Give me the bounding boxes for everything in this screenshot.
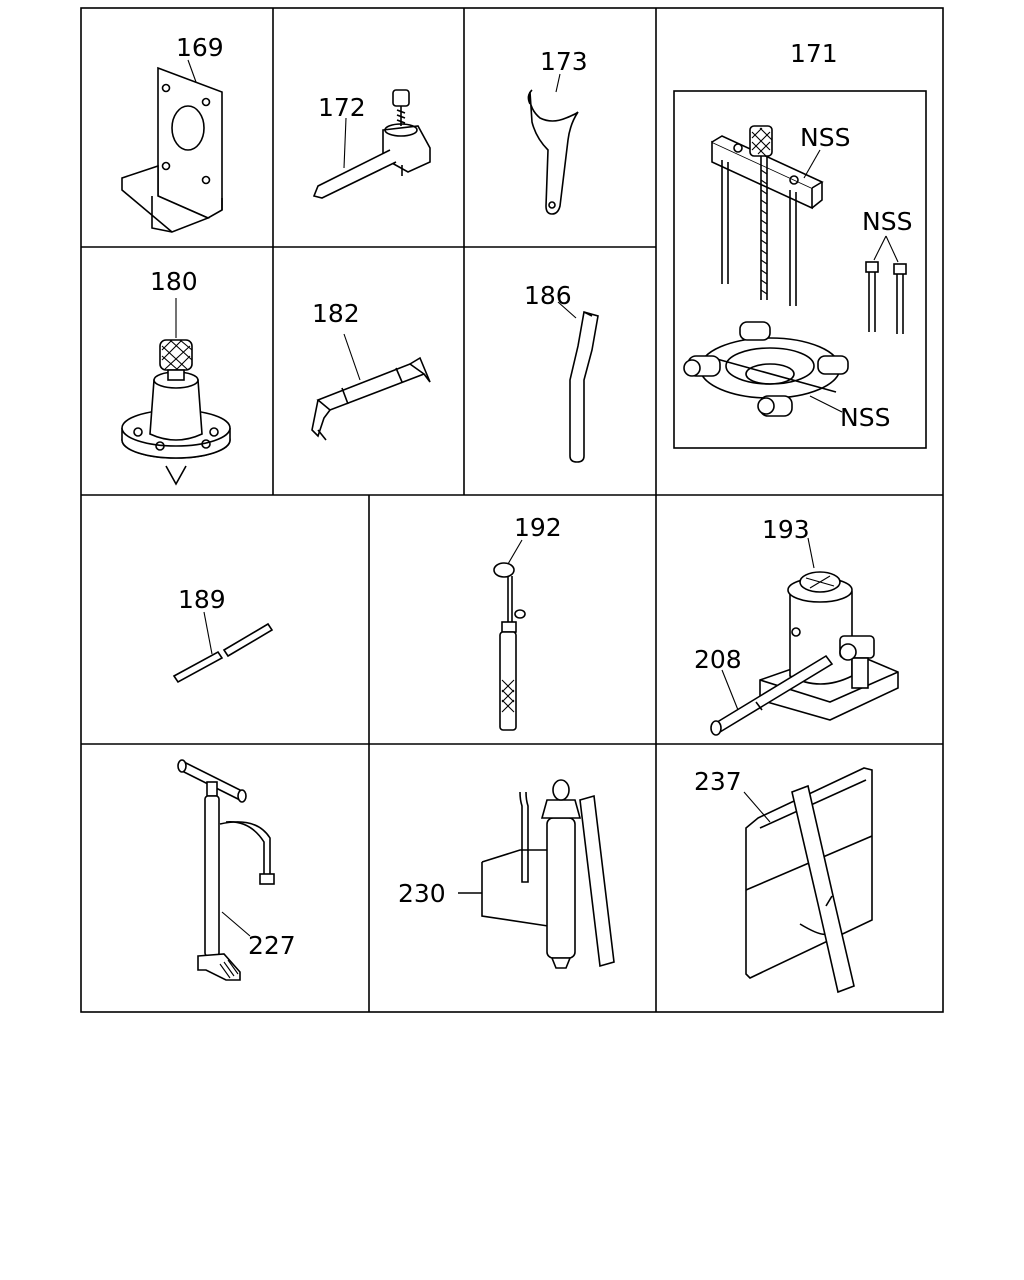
part-171-puller-drawing <box>711 125 824 306</box>
part-193-label: 193 <box>762 515 810 544</box>
part-171-bolts-drawing <box>865 235 907 334</box>
part-192-label: 192 <box>514 513 562 542</box>
part-186-tool-drawing <box>557 301 599 463</box>
nss-label-bolts: NSS <box>862 207 912 236</box>
part-171-separator-drawing <box>683 321 849 417</box>
part-182-label: 182 <box>312 299 360 328</box>
part-180-label: 180 <box>150 267 198 296</box>
part-230-grease-gun-drawing <box>458 779 615 969</box>
nss-label-separator: NSS <box>840 403 890 432</box>
part-230-label: 230 <box>398 879 446 908</box>
part-208-label: 208 <box>694 645 742 674</box>
part-227-label: 227 <box>248 931 296 960</box>
part-169-bracket-drawing <box>121 59 223 233</box>
part-208-handle-drawing <box>710 654 834 736</box>
part-172-label: 172 <box>318 93 366 122</box>
part-237-tool-bag-drawing <box>743 767 873 994</box>
part-192-gauge-drawing <box>493 539 526 731</box>
part-182-bracket-drawing <box>311 333 431 441</box>
part-189-label: 189 <box>178 585 226 614</box>
part-237-label: 237 <box>694 767 742 796</box>
part-172-tool-drawing <box>312 89 431 199</box>
part-171-kit-box <box>673 90 927 449</box>
part-189-pins-drawing <box>172 611 274 684</box>
nss-label-puller: NSS <box>800 123 850 152</box>
part-171-label: 171 <box>790 39 838 68</box>
grid-frame <box>80 7 944 1013</box>
part-173-spanner-drawing <box>527 73 579 215</box>
part-169-label: 169 <box>176 33 224 62</box>
part-173-label: 173 <box>540 47 588 76</box>
part-180-base-drawing <box>121 298 231 486</box>
part-186-label: 186 <box>524 281 572 310</box>
part-227-pump-drawing <box>177 759 275 981</box>
